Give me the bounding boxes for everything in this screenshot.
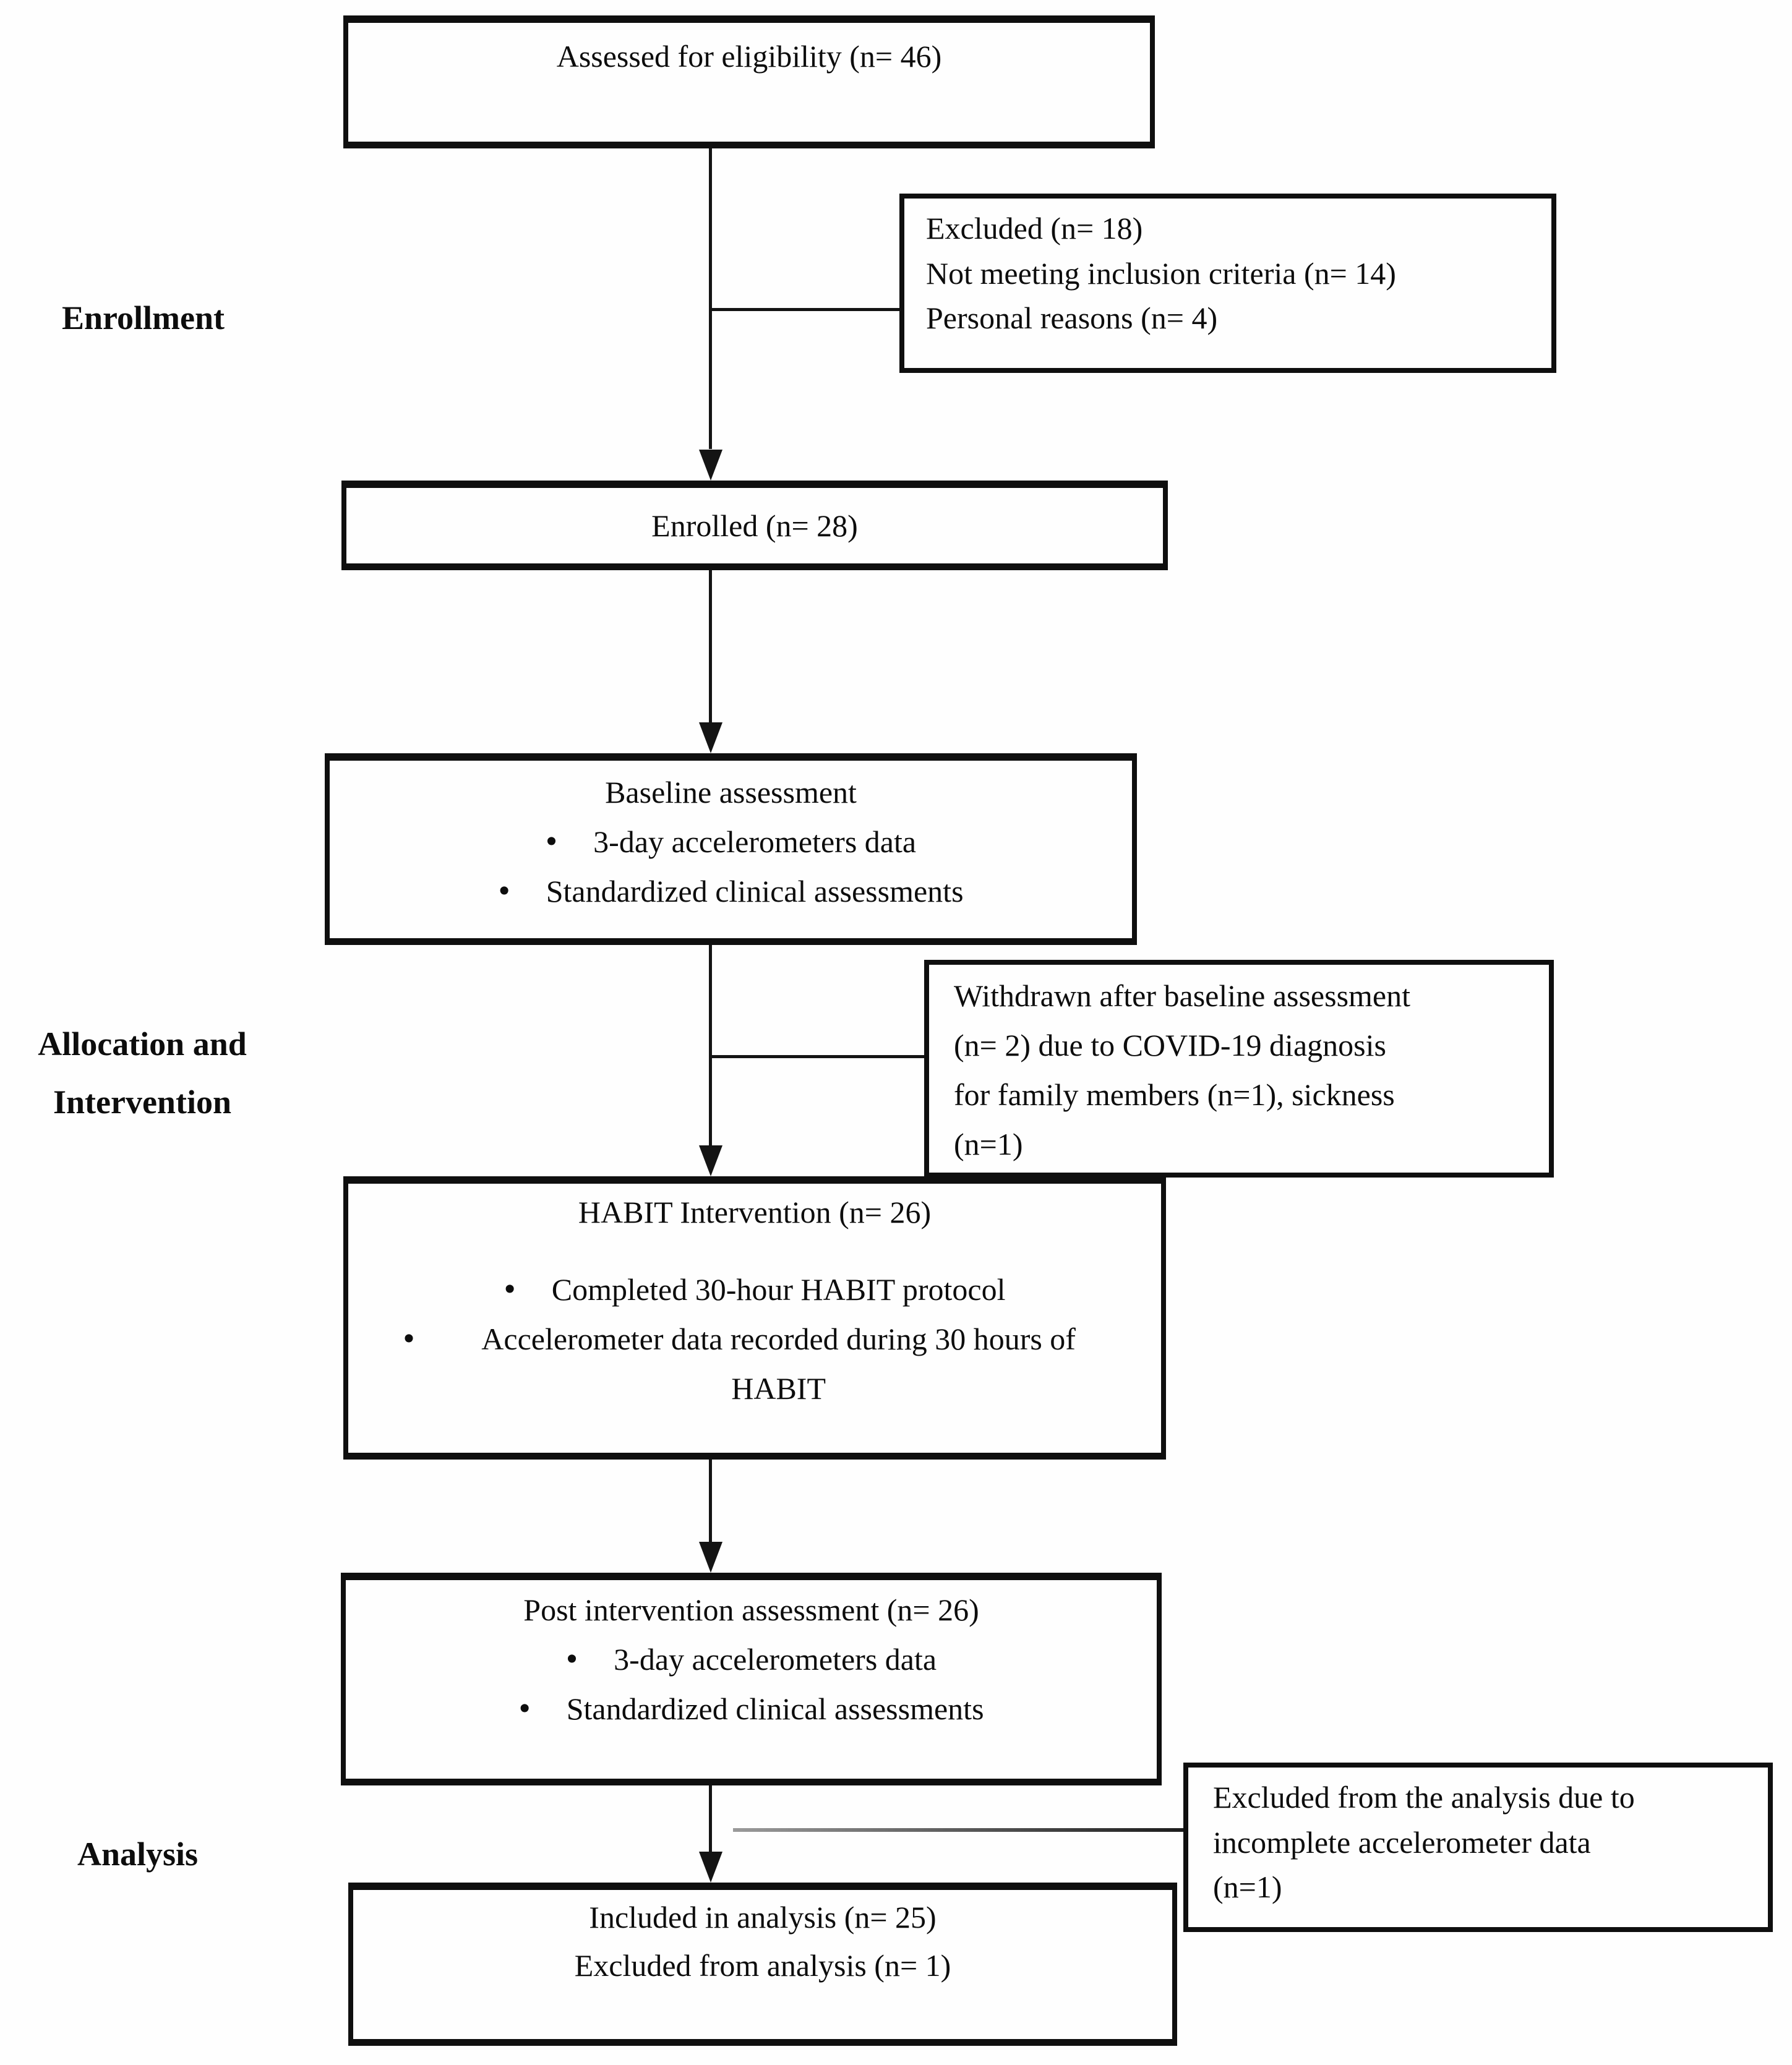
stage-label-allocation-line1: Allocation and — [38, 1025, 247, 1062]
connector-habit-to-post — [709, 1460, 712, 1543]
stage-label-enrollment: Enrollment — [62, 299, 225, 336]
baseline-bullet-text: Standardized clinical assessments — [546, 874, 964, 909]
baseline-bullet-text: 3-day accelerometers data — [593, 824, 917, 859]
bullet-icon — [403, 1314, 414, 1364]
stage-label-analysis: Analysis — [77, 1836, 199, 1873]
excluded-line: Excluded (n= 18) — [926, 211, 1143, 246]
excluded-analysis-line: incomplete accelerometer data — [1213, 1824, 1591, 1860]
stage-label-allocation-line2: Intervention — [53, 1083, 231, 1121]
habit-title: HABIT Intervention (n= 26) — [578, 1195, 932, 1229]
habit-bullet-text: Completed 30-hour HABIT protocol — [551, 1272, 1006, 1307]
arrow-down-icon — [699, 1145, 722, 1176]
bullet-icon — [498, 866, 510, 916]
habit-bullet-item: Completed 30-hour HABIT protocol — [348, 1265, 1161, 1314]
flow-box-baseline: Baseline assessment 3-day accelerometers… — [325, 753, 1137, 945]
bullet-icon — [566, 1635, 578, 1684]
excluded-line: Personal reasons (n= 4) — [926, 301, 1218, 335]
connector-post-to-included — [709, 1785, 712, 1853]
arrow-down-icon — [699, 722, 722, 753]
flow-box-enrolled: Enrolled (n= 28) — [341, 481, 1168, 570]
withdrawn-line: Withdrawn after baseline assessment — [954, 978, 1411, 1013]
stage-label-allocation-intervention: Allocation and Intervention — [9, 1015, 275, 1132]
flow-box-habit: HABIT Intervention (n= 26) Completed 30-… — [343, 1176, 1166, 1460]
connector-branch-withdrawn — [709, 1055, 924, 1058]
excluded-analysis-line: (n=1) — [1213, 1870, 1282, 1904]
connector-branch-excluded-analysis — [733, 1828, 1183, 1832]
connector-baseline-to-habit — [709, 945, 712, 1147]
withdrawn-line: for family members (n=1), sickness — [954, 1077, 1395, 1112]
bullet-icon — [518, 1684, 530, 1734]
assessed-title: Assessed for eligibility (n= 46) — [556, 39, 942, 74]
excluded-line: Not meeting inclusion criteria (n= 14) — [926, 255, 1396, 291]
bullet-icon — [504, 1265, 516, 1314]
flow-box-excluded: Excluded (n= 18) Not meeting inclusion c… — [899, 194, 1556, 373]
connector-enrolled-to-baseline — [709, 570, 712, 722]
flow-box-post: Post intervention assessment (n= 26) 3-d… — [341, 1573, 1162, 1785]
excluded-analysis-line: Excluded from the analysis due to — [1213, 1780, 1635, 1815]
post-bullet-text: 3-day accelerometers data — [614, 1642, 937, 1677]
post-bullet-item: Standardized clinical assessments — [346, 1684, 1157, 1734]
baseline-bullet-item: Standardized clinical assessments — [330, 866, 1132, 916]
baseline-bullet-item: 3-day accelerometers data — [330, 817, 1132, 866]
flow-box-assessed: Assessed for eligibility (n= 46) — [343, 15, 1155, 148]
post-bullet-item: 3-day accelerometers data — [346, 1635, 1157, 1684]
arrow-down-icon — [699, 1852, 722, 1883]
withdrawn-line: (n=1) — [954, 1127, 1023, 1161]
post-bullet-text: Standardized clinical assessments — [566, 1691, 984, 1726]
connector-assessed-to-enrolled — [709, 148, 712, 449]
flow-box-excluded-analysis: Excluded from the analysis due to incomp… — [1183, 1763, 1773, 1932]
arrow-down-icon — [699, 1542, 722, 1573]
enrolled-title: Enrolled (n= 28) — [651, 508, 858, 543]
habit-bullet-text: Accelerometer data recorded during 30 ho… — [481, 1322, 1076, 1406]
baseline-title: Baseline assessment — [605, 775, 857, 810]
bullet-icon — [546, 817, 557, 866]
connector-branch-excluded — [709, 308, 899, 311]
habit-bullet-item: Accelerometer data recorded during 30 ho… — [348, 1314, 1161, 1413]
included-line: Included in analysis (n= 25) — [589, 1900, 937, 1935]
included-line: Excluded from analysis (n= 1) — [574, 1947, 951, 1983]
post-title: Post intervention assessment (n= 26) — [523, 1593, 979, 1627]
flow-box-withdrawn: Withdrawn after baseline assessment (n= … — [924, 960, 1554, 1178]
withdrawn-line: (n= 2) due to COVID-19 diagnosis — [954, 1028, 1386, 1062]
flow-box-included: Included in analysis (n= 25) Excluded fr… — [348, 1883, 1177, 2046]
arrow-down-icon — [699, 450, 722, 481]
